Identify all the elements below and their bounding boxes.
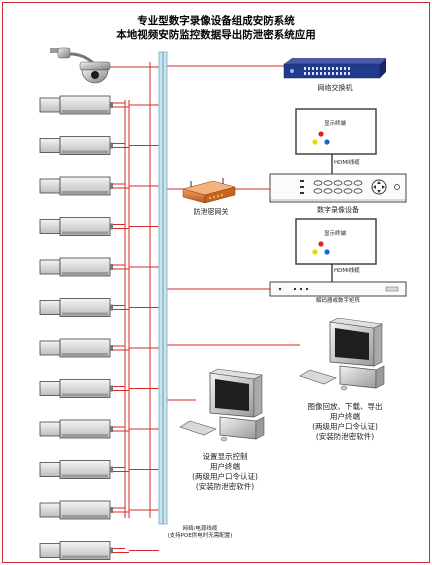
box-camera-icon [39,217,113,236]
camera-connector [110,102,113,108]
display-control-label-line2: 用户终端 [210,462,240,471]
camera-column [39,95,113,560]
camera-lens-hood [39,97,61,113]
connection-lines [110,62,300,553]
anti-leak-gateway-label: 防泄密网关 [193,208,229,216]
display-control-terminal-pc-icon [179,368,265,442]
camera-connector [110,345,113,351]
diagram-title-line1: 专业型数字录像设备组成安防系统 [137,15,295,27]
export-terminal-label-line4: (安装防泄密软件) [315,432,375,441]
camera-lens-hood [39,543,61,558]
box-camera-icon [39,298,113,317]
dvr-icon [269,173,407,203]
camera-connector [110,142,113,149]
box-camera-icon [39,541,113,560]
camera-lens-hood [39,178,61,194]
display-control-label-line3: (两级用户口令认证) [192,472,258,481]
camera-connector [110,223,113,230]
box-camera-icon [39,136,113,155]
camera-connector [110,264,113,270]
camera-connector [110,183,113,189]
export-terminal-pc-icon [299,317,385,391]
decoder-icon [269,281,407,297]
diagram-title-line2: 本地视频安防监控数据导出防泄密系统应用 [116,29,316,41]
camera-connector [110,466,113,473]
bottom-note-line1: 网络/电源线缆 [182,526,218,532]
camera-base-strip [62,474,108,478]
dome-camera-icon [50,47,111,84]
box-camera-icon [39,419,113,439]
camera-base-strip [62,353,108,356]
network-switch-label: 网络交换机 [317,84,353,92]
router-icon [182,178,236,204]
box-camera-icon [39,176,113,196]
camera-base-strip [62,515,108,518]
display-terminal-2-label: 显示终端 [323,231,346,237]
camera-base-strip [62,272,108,275]
export-terminal-label-line3: (两级用户口令认证) [312,422,378,431]
camera-lens-hood [39,421,61,437]
bottom-note-line2: (支持POE供电时无需配置) [167,533,233,539]
hdmi-cable-1-label: HDMI线缆 [334,160,360,166]
display-terminal-1 [295,108,377,155]
camera-base-strip [62,393,108,397]
camera-base-strip [62,110,108,113]
camera-connector [110,304,113,311]
camera-lens-hood [39,462,61,477]
camera-lens-hood [39,300,61,315]
camera-lens-hood [39,340,61,356]
display-terminal-2 [295,218,377,265]
camera-lens-hood [39,502,61,518]
box-camera-icon [39,95,113,115]
camera-base-strip [62,150,108,154]
camera-connector [110,426,113,432]
box-camera-icon [39,257,113,277]
camera-connector [110,507,113,513]
camera-lens-hood [39,381,61,396]
export-terminal-label-line2: 用户终端 [330,412,360,421]
network-switch-icon [283,58,386,79]
camera-base-strip [62,191,108,194]
export-terminal-label-line1: 图像回放、下载、导出 [307,402,383,411]
camera-base-strip [62,555,108,559]
digital-recorder-label: 数字录像设备 [317,206,359,214]
bottom-note: 网络/电源线缆 (支持POE供电时无需配置) [160,526,240,540]
box-camera-icon [39,338,113,358]
display-control-label-line1: 设置显示控制 [202,452,248,461]
hdmi-cable-2-label: HDMI线缆 [334,268,360,274]
display-terminal-1-label: 显示终端 [323,121,346,127]
camera-base-strip [62,231,108,235]
camera-base-strip [62,312,108,316]
box-camera-icon [39,460,113,479]
camera-connector [110,547,113,554]
export-terminal-label: 图像回放、下载、导出 用户终端 (两级用户口令认证) (安装防泄密软件) [290,402,400,442]
camera-base-strip [62,434,108,437]
box-camera-icon [39,379,113,398]
camera-lens-hood [39,219,61,234]
decoder-label: 解码器或数字矩阵 [315,298,360,304]
display-control-terminal-label: 设置显示控制 用户终端 (两级用户口令认证) (安装防泄密软件) [170,452,280,492]
camera-lens-hood [39,259,61,275]
box-camera-icon [39,500,113,520]
display-control-label-line4: (安装防泄密软件) [195,482,255,491]
camera-connector [110,385,113,392]
camera-lens-hood [39,138,61,153]
